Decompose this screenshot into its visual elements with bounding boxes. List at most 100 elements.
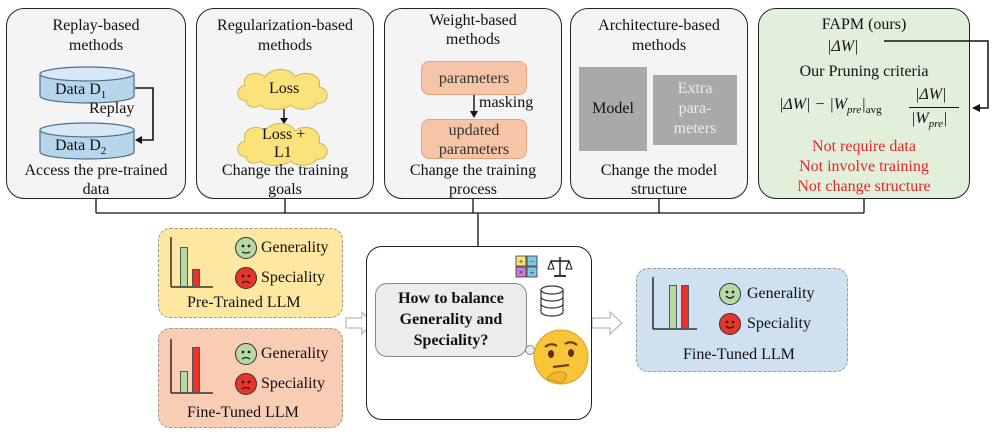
cloud-icon	[237, 69, 328, 110]
architecture-caption-line2: structure	[631, 181, 687, 198]
bar-generality	[180, 371, 188, 393]
fapm-line1: Not require data	[812, 138, 916, 155]
replay-title-line2: methods	[68, 37, 124, 54]
calculator-icon: + − × ÷	[515, 255, 538, 278]
generality-label: Generality	[261, 345, 329, 362]
fapm-formula-denominator: |Wpre|	[911, 109, 947, 134]
replay-caption-line2: data	[82, 181, 110, 198]
fapm-title: FAPM (ours)	[821, 16, 907, 33]
formula-bar: |	[861, 96, 866, 113]
architecture-methods-box: Architecture-based methods Model Extra p…	[570, 8, 748, 199]
speciality-label: Speciality	[747, 315, 811, 332]
happy-face-icon	[719, 313, 741, 335]
extra-line3: meters	[673, 120, 717, 137]
speciality-label: Speciality	[261, 375, 325, 392]
fapm-criteria-title: Our Pruning criteria	[799, 63, 929, 80]
question-line1: How to balance	[398, 290, 504, 307]
axes	[170, 339, 213, 394]
weight-title-line1: Weight-based	[429, 12, 517, 29]
center-question-panel: How to balance Generality and Speciality…	[366, 246, 592, 420]
axes	[170, 237, 213, 288]
sad-face-icon	[235, 343, 257, 365]
updated-parameters-line1: updated	[448, 122, 500, 139]
bar-speciality	[681, 285, 689, 329]
question-line3: Speciality?	[413, 332, 489, 349]
architecture-title-line2: methods	[631, 37, 687, 54]
extra-parameters-block: Extra para- meters	[653, 75, 737, 145]
loss-l1-line1: Loss +	[262, 126, 306, 143]
loss-l1-line2: L1	[274, 144, 292, 161]
question-bubble: How to balance Generality and Speciality…	[375, 283, 527, 357]
parameters-box: parameters	[421, 61, 527, 95]
replay-arrow-label: Replay	[89, 100, 135, 117]
replay-caption-line1: Access the pre-trained	[24, 162, 168, 179]
fraction-bar	[909, 107, 959, 109]
fapm-box: FAPM (ours) |ΔW| Our Pruning criteria |Δ…	[758, 8, 970, 199]
pretrained-llm-label: Pre-Trained LLM	[187, 294, 301, 311]
finetuned-llm-right-box: Generality Speciality Fine-Tuned LLM	[636, 268, 848, 372]
data-d2-label: Data D2	[55, 136, 106, 161]
database-icon	[540, 285, 564, 317]
fapm-formula-numerator: |ΔW|	[915, 86, 947, 103]
weight-caption-line2: process	[449, 181, 497, 198]
down-arrow	[280, 109, 288, 124]
bar-speciality	[192, 347, 200, 393]
bar-area	[175, 237, 205, 287]
extra-line1: Extra	[677, 80, 713, 97]
finetuned-llm-label: Fine-Tuned LLM	[683, 346, 795, 363]
generality-label: Generality	[747, 285, 815, 302]
replay-title-line1: Replay-based	[52, 17, 140, 34]
data-d1-label: Data D1	[55, 80, 106, 105]
formula-den-bar: |	[943, 110, 948, 127]
regularization-title-line1: Regularization-based	[217, 17, 353, 34]
svg-text:−: −	[530, 257, 535, 266]
regularization-title-line2: methods	[257, 37, 313, 54]
regularization-caption-line1: Change the training	[221, 162, 349, 179]
pretrained-llm-box: Generality Speciality Pre-Trained LLM	[158, 228, 343, 318]
fapm-formula-left: |ΔW| − |Wpre|avg	[779, 95, 882, 120]
updated-parameters-box: updated parameters	[421, 119, 527, 159]
axes	[652, 277, 697, 330]
question-line2: Generality and	[399, 311, 503, 328]
fapm-line3: Not change structure	[797, 178, 931, 195]
data-d1-text: Data D	[55, 81, 101, 98]
architecture-caption-line1: Change the model	[600, 162, 718, 179]
formula-den-text: |W	[911, 110, 929, 127]
fapm-line2: Not involve training	[799, 158, 929, 175]
svg-text:+: +	[519, 257, 524, 266]
database-cylinder-icon	[39, 122, 135, 160]
neutral-face-icon	[235, 237, 257, 259]
replay-arrow	[135, 87, 154, 144]
generality-label: Generality	[261, 239, 329, 256]
bar-speciality	[192, 269, 200, 287]
architecture-title-line1: Architecture-based	[598, 17, 720, 34]
regularization-methods-box: Regularization-based methods Loss Loss +…	[196, 8, 374, 199]
sad-face-icon	[235, 267, 257, 289]
weight-title-line2: methods	[445, 31, 501, 48]
data-d1-sub: 1	[100, 89, 107, 102]
masking-arrow	[470, 95, 478, 118]
database-cylinder-icon	[39, 66, 135, 104]
speciality-label: Speciality	[261, 269, 325, 286]
svg-text:×: ×	[519, 268, 524, 277]
regularization-caption-line2: goals	[268, 181, 302, 198]
happy-face-icon	[719, 283, 741, 305]
thinking-face-icon	[533, 329, 589, 385]
svg-text:÷: ÷	[530, 268, 535, 277]
bar-area	[175, 339, 205, 393]
formula-avg-sub: avg	[865, 104, 882, 117]
formula-den-sub: pre	[928, 118, 943, 131]
masking-label: masking	[479, 94, 534, 111]
bar-area	[657, 277, 689, 329]
formula-left-text: |ΔW| − |W	[779, 96, 848, 113]
weight-caption-line1: Change the training	[409, 162, 537, 179]
data-d2-sub: 2	[100, 145, 107, 158]
fapm-delta-w: |ΔW|	[827, 38, 859, 55]
sad-face-icon	[235, 373, 257, 395]
cloud-icon	[237, 123, 328, 166]
bar-generality	[180, 247, 188, 287]
weight-methods-box: Weight-based methods parameters masking …	[384, 8, 562, 199]
model-block: Model	[579, 67, 647, 151]
finetuned-llm-left-box: Generality Speciality Fine-Tuned LLM	[158, 328, 343, 428]
